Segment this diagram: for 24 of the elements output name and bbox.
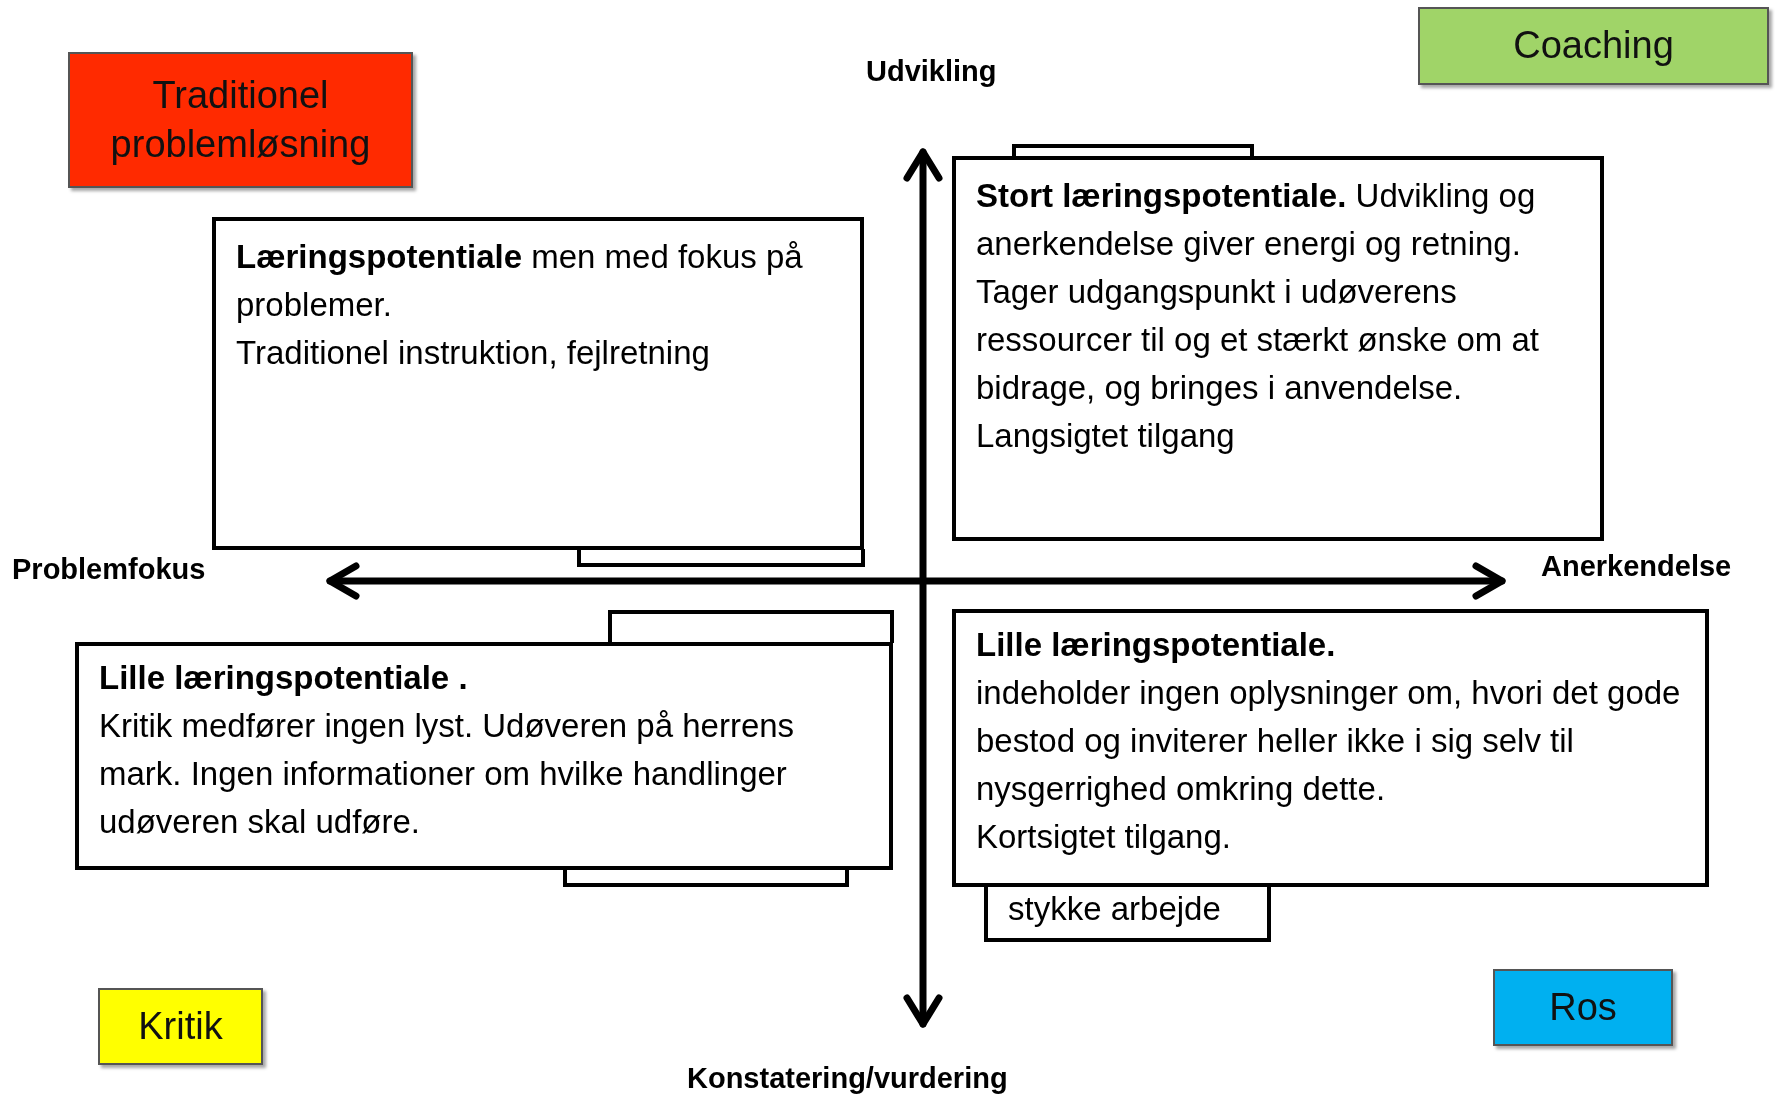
card-text: Traditionel instruktion, fejlretning <box>236 333 711 373</box>
category-label: Kritik <box>98 988 263 1065</box>
quadrant-text-card <box>212 217 864 550</box>
card-text: stykke arbejde <box>1008 889 1222 929</box>
stacked-card-edge <box>608 610 894 643</box>
card-text: Læringspotentiale men med fokus på problemer. <box>236 237 804 325</box>
axis-label: Konstatering/vurdering <box>687 1062 1008 1095</box>
category-label: Traditionel problemløsning <box>68 52 413 188</box>
card-text: Langsigtet tilgang <box>976 416 1236 456</box>
quadrant-text-card <box>952 609 1709 887</box>
axis-label: Udvikling <box>866 55 997 88</box>
card-text: Kortsigtet tilgang. <box>976 817 1232 857</box>
category-label: Ros <box>1493 969 1673 1046</box>
stacked-card <box>984 886 1271 942</box>
card-text: Lille læringspotentiale . <box>99 658 469 698</box>
quadrant-text-card <box>75 642 893 870</box>
card-text: Stort læringspotentiale. Udvikling og anerkendelse giver energi og retning. Tager udgangspunkt i udøverens ressourcer til og et stærkt ønske om at bidrage, og bringes i anvendelse. <box>976 176 1540 408</box>
card-text: Lille læringspotentiale. <box>976 625 1337 665</box>
card-text: indeholder ingen oplysninger om, hvori det gode bestod og inviterer heller ikke i sig selv til nysgerrighed omkring dette. <box>976 673 1682 809</box>
axis-label: Anerkendelse <box>1541 550 1732 583</box>
card-text: Kritik medfører ingen lyst. Udøveren på herrens mark. Ingen informationer om hvilke handlinger udøveren skal udføre. <box>99 706 796 842</box>
category-label: Coaching <box>1418 7 1769 85</box>
axis-label: Problemfokus <box>12 553 206 586</box>
quadrant-text-card <box>952 156 1604 541</box>
